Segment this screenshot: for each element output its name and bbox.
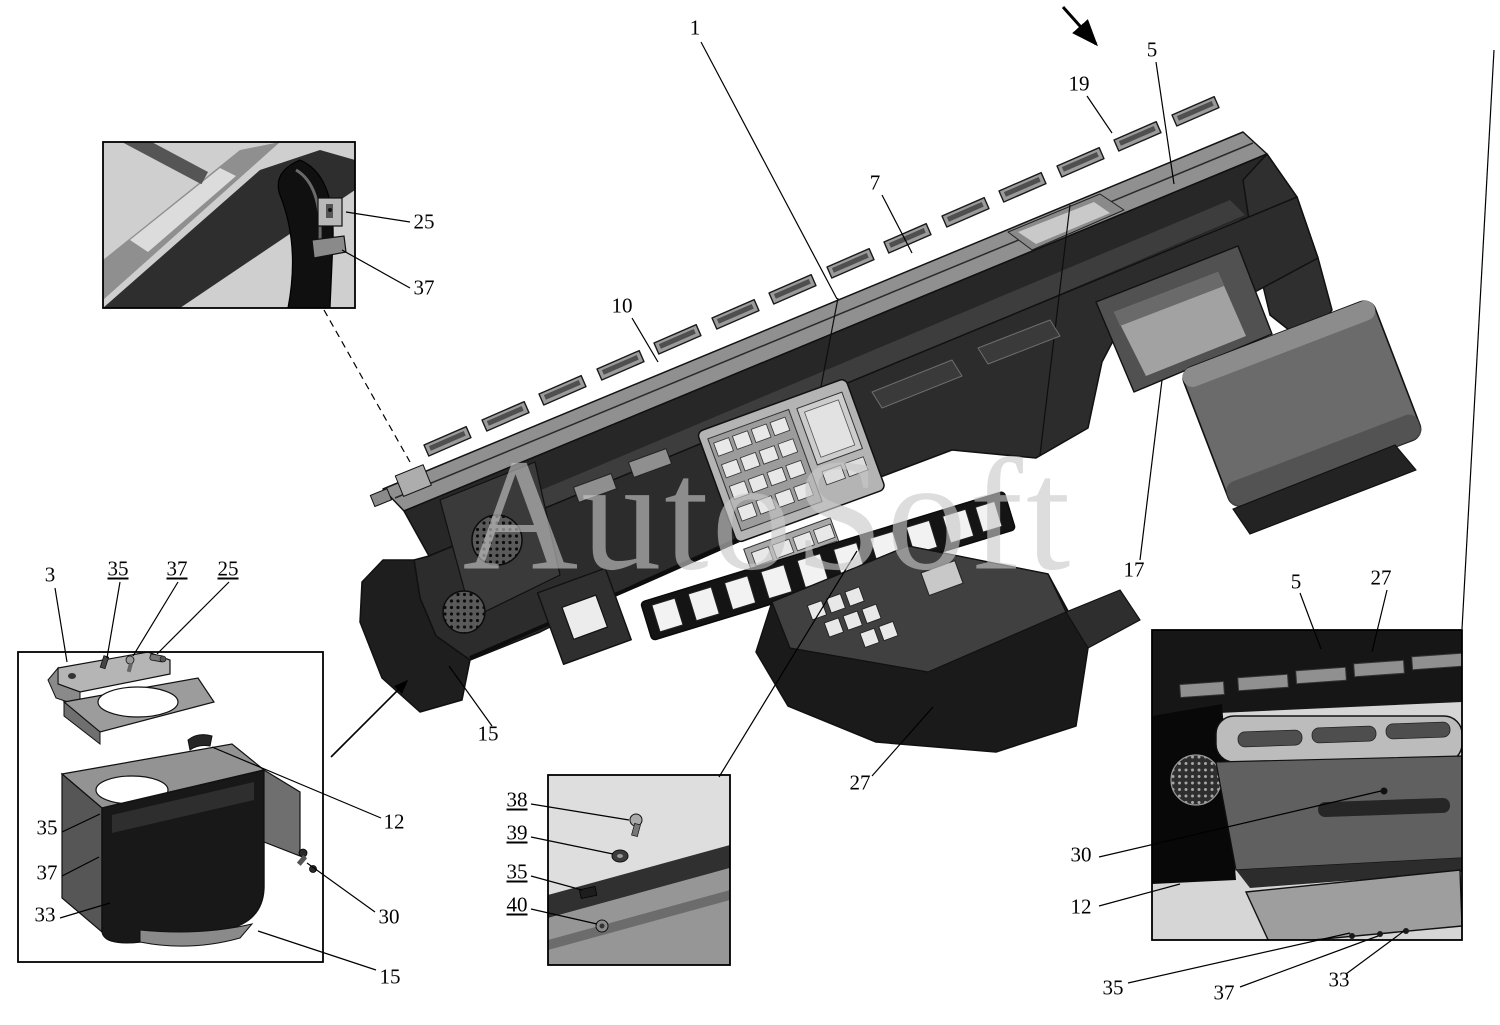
screws-bottom — [1349, 928, 1409, 939]
part-label-27: 27 — [849, 770, 871, 795]
bolt-part-25 — [149, 653, 167, 663]
nut-part-40 — [595, 919, 609, 933]
part-label-37: 37 — [413, 275, 435, 300]
part-label-5: 5 — [1146, 37, 1158, 62]
part-label-33: 33 — [1328, 967, 1350, 992]
part-label-33: 33 — [34, 902, 56, 927]
part-label-25: 25 — [413, 209, 435, 234]
dashboard-assembly — [359, 95, 1422, 753]
part-label-35: 35 — [506, 859, 528, 884]
speaker-grille-icon — [471, 514, 523, 566]
part-label-7: 7 — [869, 170, 881, 195]
part-label-15: 15 — [379, 964, 401, 989]
part-label-25: 25 — [217, 556, 239, 581]
glove-box-lid — [1244, 869, 1462, 940]
part-label-27: 27 — [1370, 565, 1392, 590]
part-label-37: 37 — [36, 860, 58, 885]
clip-part-35 — [578, 886, 598, 899]
speaker-grille-icon — [442, 590, 486, 634]
side-opening — [1095, 245, 1273, 393]
leader-lines — [54, 41, 1495, 988]
speaker-grille-icon — [1170, 754, 1222, 806]
part-label-17: 17 — [1123, 557, 1145, 582]
clip-part-12 — [187, 734, 213, 751]
part-label-5: 5 — [1290, 569, 1302, 594]
part-label-35: 35 — [107, 556, 129, 581]
part-label-3: 3 — [44, 562, 56, 587]
part-label-30: 30 — [1070, 842, 1092, 867]
part-label-10: 10 — [611, 293, 633, 318]
mid-bracket — [536, 567, 632, 666]
pin-part-35 — [99, 655, 110, 670]
part-label-37: 37 — [1213, 980, 1235, 1005]
screw-part-37 — [125, 655, 135, 673]
inset-top-left — [102, 141, 356, 309]
inset-fasteners — [547, 774, 731, 966]
view-direction-arrow-icon — [1061, 6, 1098, 47]
lower-console — [755, 545, 1141, 753]
inset-bottom-right — [1151, 629, 1463, 941]
inset-bottom-left — [17, 651, 324, 963]
screws-part-30 — [296, 848, 317, 873]
inset-link-dashed-line — [323, 309, 411, 463]
side-console-body — [60, 743, 301, 947]
bracket-part-25 — [317, 197, 343, 227]
part-label-12: 12 — [1070, 894, 1092, 919]
screw-part-30 — [1380, 787, 1388, 795]
plate-with-hole — [62, 677, 215, 746]
part-label-40: 40 — [506, 892, 528, 917]
glove-box-door — [1182, 300, 1422, 507]
part-label-19: 19 — [1068, 71, 1090, 96]
part-label-37: 37 — [166, 556, 188, 581]
part-label-12: 12 — [383, 809, 405, 834]
front-fascia — [413, 196, 1319, 661]
left-cowl — [359, 461, 561, 713]
grommet-part-39 — [611, 849, 629, 863]
part-label-1: 1 — [689, 15, 701, 40]
part-label-39: 39 — [506, 820, 528, 845]
glove-box-lip — [1232, 444, 1417, 535]
inset-link-arrow — [330, 679, 409, 758]
part-label-30: 30 — [378, 904, 400, 929]
part-label-35: 35 — [36, 815, 58, 840]
part-label-38: 38 — [506, 787, 528, 812]
screw-part-38 — [629, 813, 643, 838]
part-label-35: 35 — [1102, 975, 1124, 1000]
part-label-15: 15 — [477, 721, 499, 746]
